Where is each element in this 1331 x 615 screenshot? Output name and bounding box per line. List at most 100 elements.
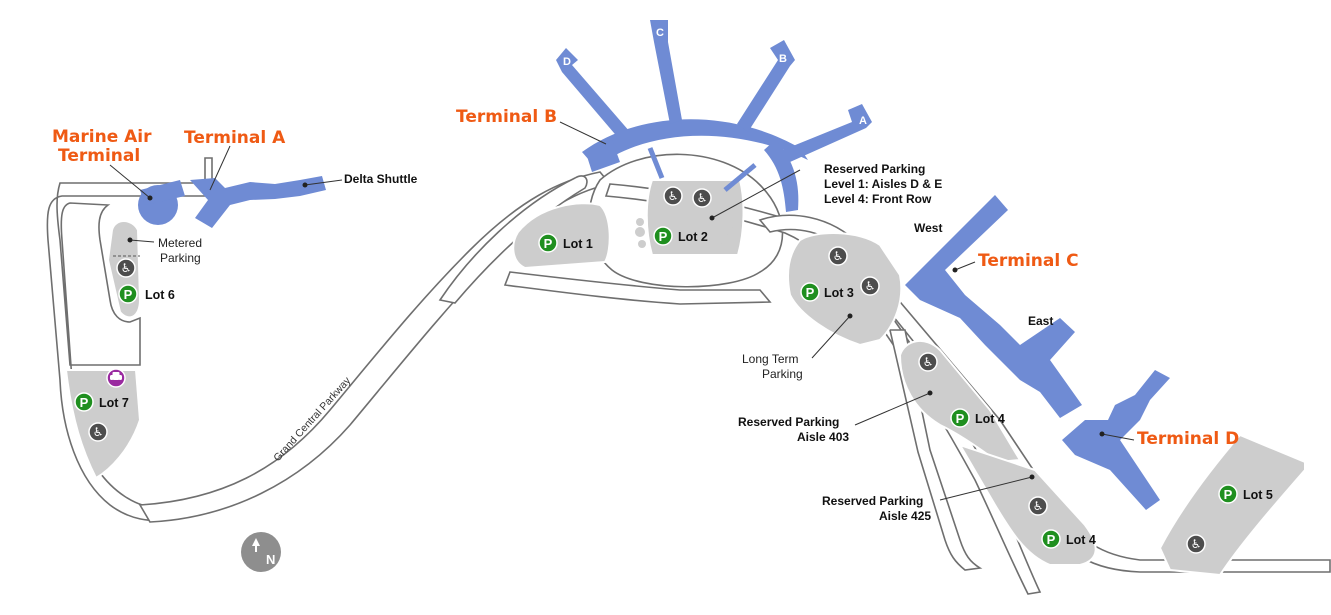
accessible-badges: ♿ ♿ ♿ ♿ ♿ ♿ ♿ ♿ ♿ [88,186,1206,554]
lot-3-badge: P Lot 3 [800,282,854,302]
accessible-parking-icon: ♿ [860,276,880,296]
lot-4-north-badge: P Lot 4 [950,408,1005,428]
pier-b [737,40,795,132]
svg-text:P: P [80,395,89,410]
svg-text:♿: ♿ [697,191,708,205]
north-arrow-icon: N [241,532,281,572]
terminal-labels: Marine Air Terminal Terminal A Terminal … [52,107,1239,449]
lot-6-badge: P Lot 6 [118,284,175,304]
reserved-b-label-1: Reserved Parking [824,162,925,176]
terminal-c-building [905,195,1082,418]
svg-text:P: P [659,229,668,244]
terminal-c-label: Terminal C [978,251,1079,271]
accessible-parking-icon: ♿ [1028,496,1048,516]
svg-text:♿: ♿ [833,249,844,263]
pier-c-label: C [656,27,664,39]
accessible-parking-icon: ♿ [1186,534,1206,554]
pier-a-label: A [859,115,867,127]
lot-4-north-label: Lot 4 [975,412,1005,426]
lot-2-badge: P Lot 2 [653,226,708,246]
pier-a [783,104,872,162]
accessible-parking-icon: ♿ [918,352,938,372]
lot-7-label: Lot 7 [99,396,129,410]
marine-air-terminal-label-2: Terminal [58,146,140,166]
terminal-b-west-end [585,140,620,172]
west-loop-road [46,157,213,522]
leaders [109,121,1135,501]
terminal-d-building [1062,370,1170,510]
pier-d [556,48,630,140]
taxi-icon [106,368,126,388]
terminal-c-west-label: West [914,221,942,235]
terminal-a-label: Terminal A [184,128,286,148]
svg-text:♿: ♿ [1033,499,1044,513]
lot-2-label: Lot 2 [678,230,708,244]
accessible-parking-icon: ♿ [88,422,108,442]
lot-3-label: Lot 3 [824,286,854,300]
svg-text:♿: ♿ [668,189,679,203]
long-term-parking-label-1: Long Term [742,352,798,366]
pier-b-label: B [779,53,787,65]
reserved-b-label-2: Level 1: Aisles D & E [824,177,942,191]
accessible-parking-icon: ♿ [692,188,712,208]
accessible-parking-icon: ♿ [828,246,848,266]
lot1-ramp [438,175,588,304]
lot-5-badge: P Lot 5 [1218,484,1273,504]
parking-icon [1218,484,1238,504]
reserved-b-label-3: Level 4: Front Row [824,192,932,206]
lot-1-badge: P Lot 1 [538,233,593,253]
pier-d-label: D [563,56,571,68]
compass-letter: N [266,552,275,567]
svg-text:♿: ♿ [93,425,104,439]
reserved-425-label-2: Aisle 425 [879,509,931,523]
lot-2-shuttle-stops [635,218,737,248]
svg-text:P: P [544,236,553,251]
lot1-frontage-road [503,271,772,305]
terminal-d-label: Terminal D [1137,429,1239,449]
accessible-parking-icon: ♿ [116,258,136,278]
lot-4-south-badge: P Lot 4 [1041,529,1096,549]
long-term-parking-label-2: Parking [762,367,803,381]
marine-air-terminal-label-1: Marine Air [52,127,152,147]
svg-text:♿: ♿ [1191,537,1202,551]
metered-parking-label-2: Parking [160,251,201,265]
terminal-b-skybridge-west [647,147,665,179]
svg-text:P: P [1047,532,1056,547]
lot-4-south-label: Lot 4 [1066,533,1096,547]
delta-shuttle-label: Delta Shuttle [344,172,418,186]
lot-1-area [512,202,611,270]
lot-6-label: Lot 6 [145,288,175,302]
terminals [138,20,1170,510]
terminal-b-skybridge-east [723,163,757,192]
svg-text:P: P [956,411,965,426]
svg-text:P: P [806,285,815,300]
parking-icon [800,282,820,302]
terminal-b-label: Terminal B [456,107,557,127]
pier-c [650,20,682,124]
terminal-b-east-end [764,140,799,212]
lot-3-area [787,232,903,347]
lot-5-label: Lot 5 [1243,488,1273,502]
parking-icon [1041,529,1061,549]
terminal-a-building [190,176,326,228]
reserved-403-label-2: Aisle 403 [797,430,849,444]
reserved-403-label-1: Reserved Parking [738,415,839,429]
terminal-b-concourse [582,119,808,168]
parking-icon [950,408,970,428]
lot-7-badge: P Lot 7 [74,392,129,412]
lot-5-area [1158,433,1306,577]
parking-icon [653,226,673,246]
pier-labels: D C B A [563,27,867,127]
svg-text:♿: ♿ [923,355,934,369]
accessible-parking-icon: ♿ [663,186,683,206]
svg-text:♿: ♿ [121,261,132,275]
svg-text:P: P [124,287,133,302]
lot-1-label: Lot 1 [563,237,593,251]
metered-parking-label-1: Metered [158,236,202,250]
svg-text:♿: ♿ [865,279,876,293]
reserved-425-label-1: Reserved Parking [822,494,923,508]
terminal-c-east-label: East [1028,314,1053,328]
parking-badges: P Lot 1 P Lot 2 P Lot 3 P Lot 4 P Lot 4 … [74,226,1273,549]
parking-icon [538,233,558,253]
